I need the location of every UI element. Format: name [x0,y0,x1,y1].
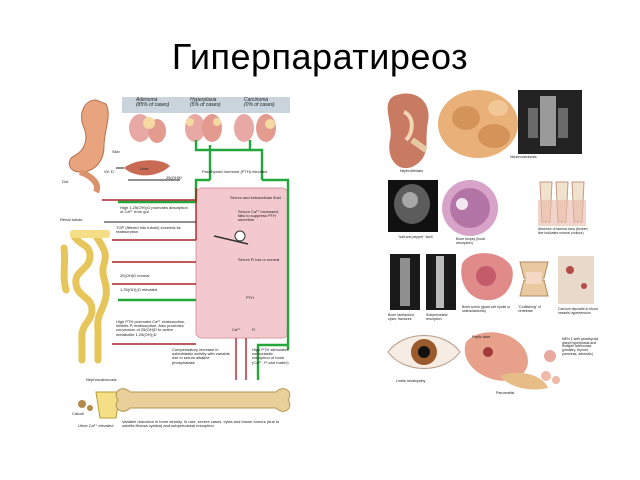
calcium-flow-lines [102,188,247,380]
label-skin: Skin [112,149,120,154]
caption-calcium-deposits: Calcium deposits in blood vessels hypert… [558,307,598,315]
slide-title: Гиперпаратиреоз [171,36,469,77]
label-nephrocalcinosis: Nephrocalcinosis [86,377,117,382]
label-high-pth-promotes: High PTH promotes Ca²⁺ reabsorption, inh… [116,319,186,337]
adenoma-glands [129,114,166,143]
label-tgp: TGP (filtered into tubule) exceeds its r… [116,225,181,235]
label-renal-tubule: Renal tubule [60,217,83,222]
label-urine: Urine Ca²⁺ elevated [78,423,114,428]
label-liver: Liver [140,166,149,171]
label-serum-pi: Serum Pᵢ low or normal [238,257,280,262]
label-25ohd: 25(OH)D [166,175,183,180]
teeth-image [538,181,586,226]
caption-nephrolithiasis: Nephrolithiasis [400,169,423,173]
label-pth: PTH [246,295,254,300]
label-25ohd-normal: 25(OH)D normal [120,273,150,278]
label-bone-caption: Variable reduction in bone density. In r… [122,419,280,429]
label-serum-ca: Serum Ca²⁺ increased, fails to suppress … [238,209,280,223]
caption-lamina-dura: Absence of lamina dura (broken line indi… [538,227,588,235]
header-hyperplasia: Hyperplasia(5% of cases) [190,97,221,109]
label-calculi: Calculi [72,411,85,416]
pancreas-image [500,372,548,390]
header-band [122,97,290,113]
caption-pancreatitis: Pancreatitis [496,391,515,395]
vitamin-d-lines [104,167,196,223]
carcinoma-glands [234,114,276,142]
label-compensatory: Compensatory increase in osteoblastic ac… [172,347,230,365]
caption-codfishing: "Codfishing" of vertebrae [518,305,541,313]
liver-shape [124,160,170,176]
stomach-ulcer-image [464,332,528,381]
caption-brown-tumor: Bone tumor (giant cell epulis or osteocl… [462,305,511,313]
label-high-pth-osteoclastic: High PTH stimulates osteoclastic resorpt… [252,347,289,365]
caption-salt-pepper: "salt and pepper" skull [398,235,433,239]
duodenum-shape [78,169,100,194]
stomach-shape [68,99,109,173]
balance-icon [213,230,249,245]
header-carcinoma: Carcinoma(0% of cases) [244,97,275,109]
urine-beaker [95,391,121,419]
vertebra-image [519,261,549,297]
caption-men1: MEN 1 with parathyroid gland hyperplasia… [562,337,599,356]
label-1-25-elevated: 1,25(OH)₂D elevated [120,287,158,292]
caption-peptic-ulcer: Peptic ulcer [472,335,491,339]
men1-image [541,350,560,384]
calculus-image [438,90,518,158]
label-pi-bone: Pᵢ [252,327,256,332]
label-gut-absorption: High 1,25(OH)₂D promotes absorption of C… [120,205,188,215]
caption-nephrocalcinosis: Nephrocalcinosis [510,155,537,159]
calcium-deposit-image [558,256,594,304]
label-ca-bone: Ca²⁺ [232,327,241,332]
header-adenoma: Adenoma(85% of cases) [136,97,170,109]
renal-tubule-shape [60,232,110,364]
eye-image [387,335,461,369]
caption-band-keratopathy: Limbic keratopathy [396,379,426,383]
caption-bone-rarefaction: Bone rarefaction; cysts; fractures [388,313,415,321]
calculus-stone [78,400,86,408]
bone-shape [115,388,291,412]
caption-bone-biopsy: Bone biopsy (focal resorption) [456,237,485,245]
label-vitd: Vit. D [104,169,114,174]
hyperplasia-glands [185,114,222,142]
label-ecf: Serum and extracellular fluid [230,195,281,200]
label-gut: Gut [62,179,69,184]
tubule-cap [70,230,110,238]
caption-subperiosteal: Subperiosteal resorption [426,313,448,321]
kidney-image [387,93,429,169]
label-pth-elevated: Parathyroid hormone (PTH) elevated [202,169,268,174]
